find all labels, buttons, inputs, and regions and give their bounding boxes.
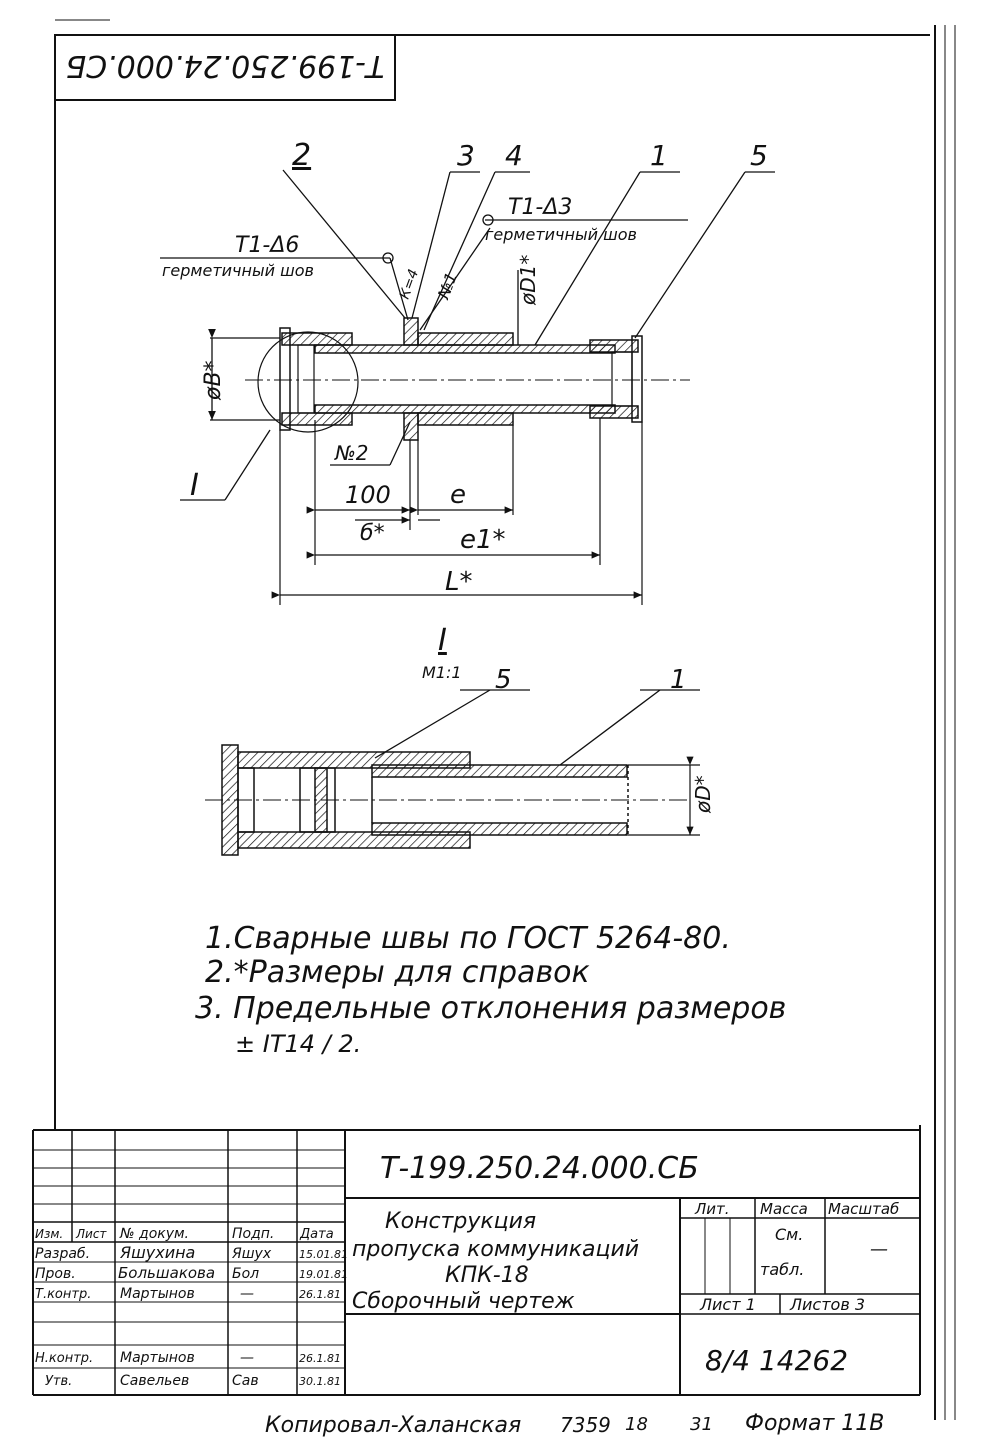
r3-date: 26.1.81 (299, 1288, 341, 1301)
masshtab-header: Масштаб (828, 1200, 899, 1218)
weld2-desc: герметичный шов (162, 261, 314, 280)
r2-role: Пров. (35, 1266, 76, 1282)
footer-copy: Копировал-Халанская (265, 1413, 521, 1438)
doc-code: Т-199.250.24.000.СБ (380, 1151, 699, 1186)
detail-callout-1: 1 (670, 665, 687, 695)
hdr-doc: № докум. (119, 1226, 189, 1242)
title-line-1: Конструкция (385, 1209, 536, 1234)
r2-date: 19.01.81 (299, 1268, 348, 1281)
r1-date: 15.01.81 (299, 1248, 348, 1261)
dim-b: б* (360, 521, 385, 546)
notes: 1.Сварные швы по ГОСТ 5264-80. 2.*Размер… (195, 921, 786, 1058)
dim-e1: e1* (460, 525, 506, 555)
r4-name: Мартынов (120, 1350, 195, 1366)
title-line-4: Сборочный чертеж (352, 1289, 575, 1314)
note-1: 1.Сварные швы по ГОСТ 5264-80. (205, 921, 731, 956)
main-assembly-view (245, 317, 690, 441)
r2-sign: Бол (232, 1266, 259, 1282)
title-line-2: пропуска коммуникаций (352, 1237, 639, 1262)
sheets-total: Листов 3 (789, 1295, 865, 1314)
detail-dim-D: øD* (691, 775, 715, 814)
r1-role: Разраб. (35, 1246, 90, 1262)
weld1-desc: герметичный шов (485, 225, 637, 244)
title-block (33, 1129, 920, 1395)
hdr-podp: Подп. (232, 1226, 274, 1242)
scale-value: — (870, 1239, 888, 1260)
mass-tabl: табл. (760, 1260, 804, 1279)
callout-5: 5 (750, 139, 768, 172)
r5-name: Савельев (120, 1373, 189, 1389)
callout-3: 3 (457, 139, 475, 172)
title-line-3: КПК-18 (445, 1263, 529, 1288)
callout-4: 4 (505, 139, 523, 172)
note-3-tolerance: ± IT14 / 2. (235, 1030, 361, 1058)
note-3: 3. Предельные отклонения размеров (195, 991, 786, 1026)
detail-view-I: I М1:1 5 1 øD* (205, 623, 715, 856)
weld-n1: №1 (434, 270, 461, 303)
hdr-list: Лист (75, 1227, 107, 1241)
massa-header: Масса (760, 1200, 808, 1218)
weld1-code: Т1-Δ3 (508, 195, 572, 220)
callout-2: 2 (292, 138, 311, 173)
r5-role: Утв. (45, 1374, 72, 1389)
footer: Копировал-Халанская 7359 18 31 Формат 11… (265, 1411, 884, 1438)
detail-scale: М1:1 (422, 663, 462, 682)
footer-format: Формат 11В (745, 1411, 884, 1436)
r2-name: Большакова (118, 1264, 215, 1282)
title-block-text: Т-199.250.24.000.СБ Конструкция пропуска… (35, 1151, 899, 1389)
lit-header: Лит. (694, 1200, 730, 1218)
org-code: 8/4 14262 (705, 1344, 848, 1377)
r3-role: Т.контр. (35, 1287, 91, 1302)
r3-sign: — (240, 1286, 254, 1302)
r5-date: 30.1.81 (299, 1375, 341, 1388)
top-stamp: Т-199.250.24.000.СБ (54, 34, 396, 101)
dim-dia-D1: øD1* (516, 255, 540, 306)
dim-dia-B: øB* (201, 360, 226, 401)
dim-100: 100 (345, 481, 391, 509)
r4-role: Н.контр. (35, 1351, 93, 1366)
weld2-code: Т1-Δ6 (235, 233, 299, 258)
r1-sign: Яшух (231, 1246, 272, 1262)
callout-1: 1 (650, 139, 668, 172)
r4-sign: — (240, 1350, 254, 1366)
detail-callout-5: 5 (495, 665, 512, 695)
sheet-number: Лист 1 (699, 1295, 756, 1314)
footer-f1: 18 (625, 1414, 648, 1435)
r4-date: 26.1.81 (299, 1352, 341, 1365)
dimension-lines (271, 418, 643, 605)
footer-f2: 31 (690, 1414, 713, 1435)
hdr-data: Дата (299, 1227, 334, 1242)
dim-L: L* (445, 567, 473, 597)
footer-num: 7359 (560, 1413, 611, 1437)
hdr-izm: Изм. (35, 1227, 63, 1241)
dim-e: e (450, 480, 466, 510)
weld-k: К=4 (397, 267, 422, 301)
mass-see: См. (775, 1225, 803, 1244)
r3-name: Мартынов (120, 1286, 195, 1302)
weld-n2: №2 (334, 441, 369, 465)
note-2: 2.*Размеры для справок (205, 955, 590, 990)
r1-name: Яшухина (119, 1243, 195, 1262)
detail-title: I (438, 623, 447, 658)
r5-sign: Сав (232, 1373, 259, 1389)
section-mark-I: I (190, 468, 199, 503)
top-stamp-text: Т-199.250.24.000.СБ (66, 48, 385, 83)
main-view-labels: 2 3 4 1 5 I Т1-Δ3 герметичный шов Т1-Δ6 … (162, 138, 768, 597)
callout-leaders (160, 169, 775, 501)
